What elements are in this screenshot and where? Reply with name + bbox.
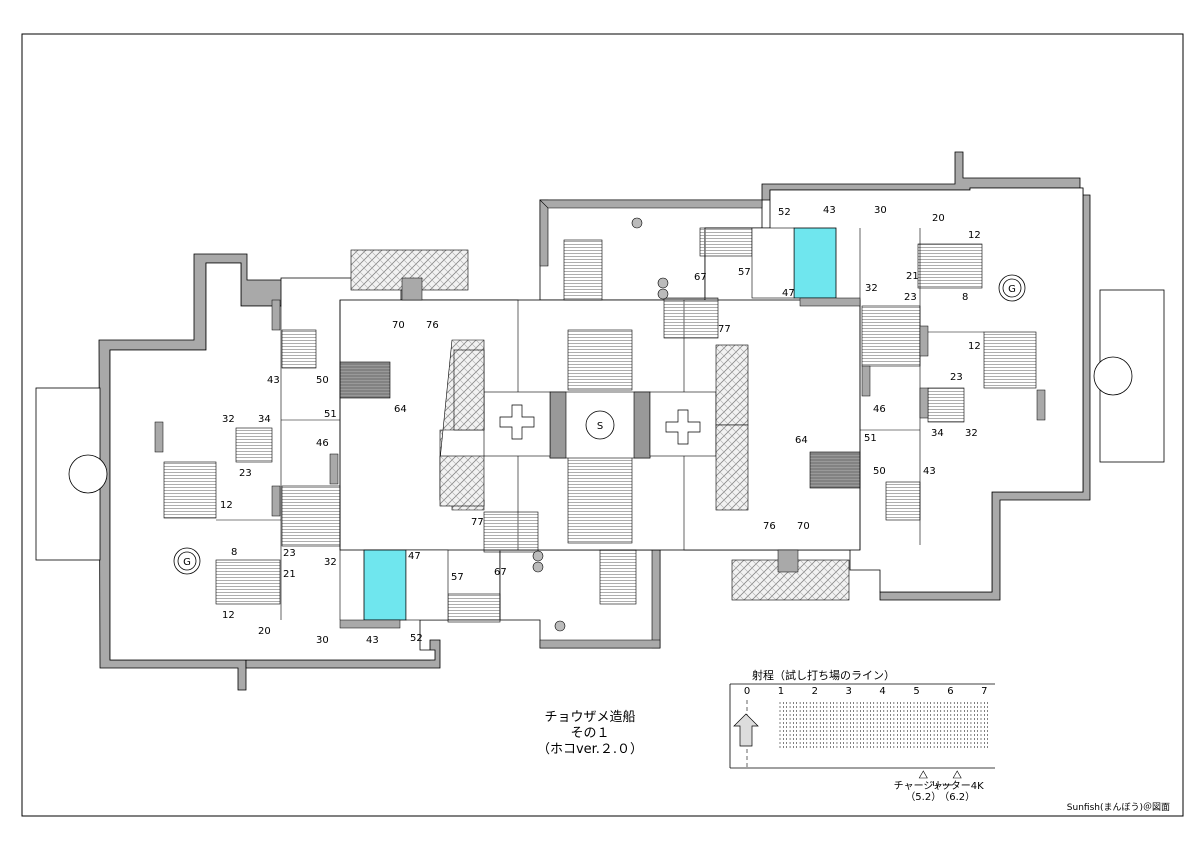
- svg-text:46: 46: [316, 438, 329, 449]
- svg-text:8: 8: [231, 547, 237, 558]
- stage-title-line3: （ホコver.２.０）: [536, 742, 644, 757]
- svg-text:64: 64: [795, 435, 808, 446]
- svg-text:G: G: [183, 557, 191, 568]
- svg-text:43: 43: [366, 635, 379, 646]
- svg-text:12: 12: [968, 341, 981, 352]
- svg-text:46: 46: [873, 404, 886, 415]
- svg-text:47: 47: [408, 551, 421, 562]
- ramp-center-top: [567, 329, 633, 391]
- left-lobby-circle: [68, 454, 108, 494]
- svg-text:76: 76: [763, 521, 776, 532]
- svg-text:77: 77: [471, 517, 484, 528]
- squid-icon: [733, 713, 759, 747]
- svg-text:52: 52: [410, 633, 423, 644]
- svg-text:52: 52: [778, 207, 791, 218]
- weapon-range: （5.2）: [905, 791, 941, 803]
- svg-text:57: 57: [738, 267, 751, 278]
- svg-text:20: 20: [932, 213, 945, 224]
- svg-text:G: G: [1008, 284, 1016, 295]
- svg-text:50: 50: [873, 466, 886, 477]
- svg-text:70: 70: [392, 320, 405, 331]
- svg-text:12: 12: [968, 230, 981, 241]
- svg-text:12: 12: [220, 500, 233, 511]
- range-scale: 0 1 2 3 4 5 6 7 チャージャー（5.2）リッター4K（6.2）: [729, 683, 995, 803]
- svg-text:20: 20: [258, 626, 271, 637]
- scale-tick-label: 4: [879, 686, 885, 697]
- svg-text:30: 30: [874, 205, 887, 216]
- svg-text:47: 47: [782, 288, 795, 299]
- svg-text:43: 43: [923, 466, 936, 477]
- svg-text:23: 23: [239, 468, 252, 479]
- water-left: [363, 549, 407, 621]
- scale-tick-label: 7: [981, 686, 987, 697]
- svg-text:23: 23: [904, 292, 917, 303]
- scale-tick-label: 6: [947, 686, 953, 697]
- svg-text:32: 32: [324, 557, 337, 568]
- svg-text:77: 77: [718, 324, 731, 335]
- svg-text:34: 34: [931, 428, 944, 439]
- height-labels-left: 70 76 43 50 51 64 32 34 23 46 12 8 23 21…: [220, 320, 507, 646]
- svg-text:34: 34: [258, 414, 271, 425]
- right-lobby-circle: [1093, 356, 1133, 396]
- height-labels-right: 52 43 30 20 12 67 57 77 47 32 21 23 8 12…: [694, 205, 981, 532]
- scale-tick-label: 5: [913, 686, 919, 697]
- ramp-center-bottom: [567, 454, 633, 544]
- svg-text:23: 23: [950, 372, 963, 383]
- weapon-range-marker: [952, 770, 962, 779]
- goal-marker-left: G: [173, 547, 201, 575]
- weapon-name: チャージャー: [894, 780, 953, 792]
- svg-text:50: 50: [316, 375, 329, 386]
- svg-text:64: 64: [394, 404, 407, 415]
- svg-text:57: 57: [451, 572, 464, 583]
- range-scale-title: 射程（試し打ち場のライン）: [752, 669, 895, 682]
- svg-text:32: 32: [222, 414, 235, 425]
- dark-block-right: [809, 451, 861, 489]
- svg-text:67: 67: [494, 567, 507, 578]
- scale-tick-label: 3: [846, 686, 852, 697]
- svg-text:12: 12: [222, 610, 235, 621]
- spawn-marker: S: [585, 410, 615, 440]
- svg-text:43: 43: [823, 205, 836, 216]
- weapon-range: （6.2）: [939, 791, 975, 803]
- dark-block-left: [339, 361, 391, 399]
- svg-text:23: 23: [283, 548, 296, 559]
- svg-text:S: S: [597, 421, 603, 432]
- svg-text:70: 70: [797, 521, 810, 532]
- svg-text:32: 32: [965, 428, 978, 439]
- svg-text:8: 8: [962, 292, 968, 303]
- goal-marker-right: G: [998, 274, 1026, 302]
- scale-tick-label: 0: [744, 686, 750, 697]
- weapon-range-marker: [918, 770, 928, 779]
- svg-text:21: 21: [906, 271, 919, 282]
- svg-text:43: 43: [267, 375, 280, 386]
- stage-title-line2: その１: [570, 726, 610, 741]
- scale-tick-label: 2: [812, 686, 818, 697]
- stage-title: チョウザメ造船 その１ （ホコver.２.０）: [510, 710, 670, 758]
- svg-text:21: 21: [283, 569, 296, 580]
- credit-text: Sunfish(まんぼう)＠図面: [1066, 803, 1170, 813]
- stage-title-line1: チョウザメ造船: [544, 710, 636, 725]
- svg-text:32: 32: [865, 283, 878, 294]
- svg-text:51: 51: [864, 433, 877, 444]
- svg-text:30: 30: [316, 635, 329, 646]
- weapon-name: リッター4K: [931, 780, 984, 792]
- svg-text:67: 67: [694, 272, 707, 283]
- page-frame: [21, 33, 1184, 817]
- svg-text:51: 51: [324, 409, 337, 420]
- water-right: [793, 227, 837, 299]
- scale-tick-label: 1: [778, 686, 784, 697]
- svg-text:76: 76: [426, 320, 439, 331]
